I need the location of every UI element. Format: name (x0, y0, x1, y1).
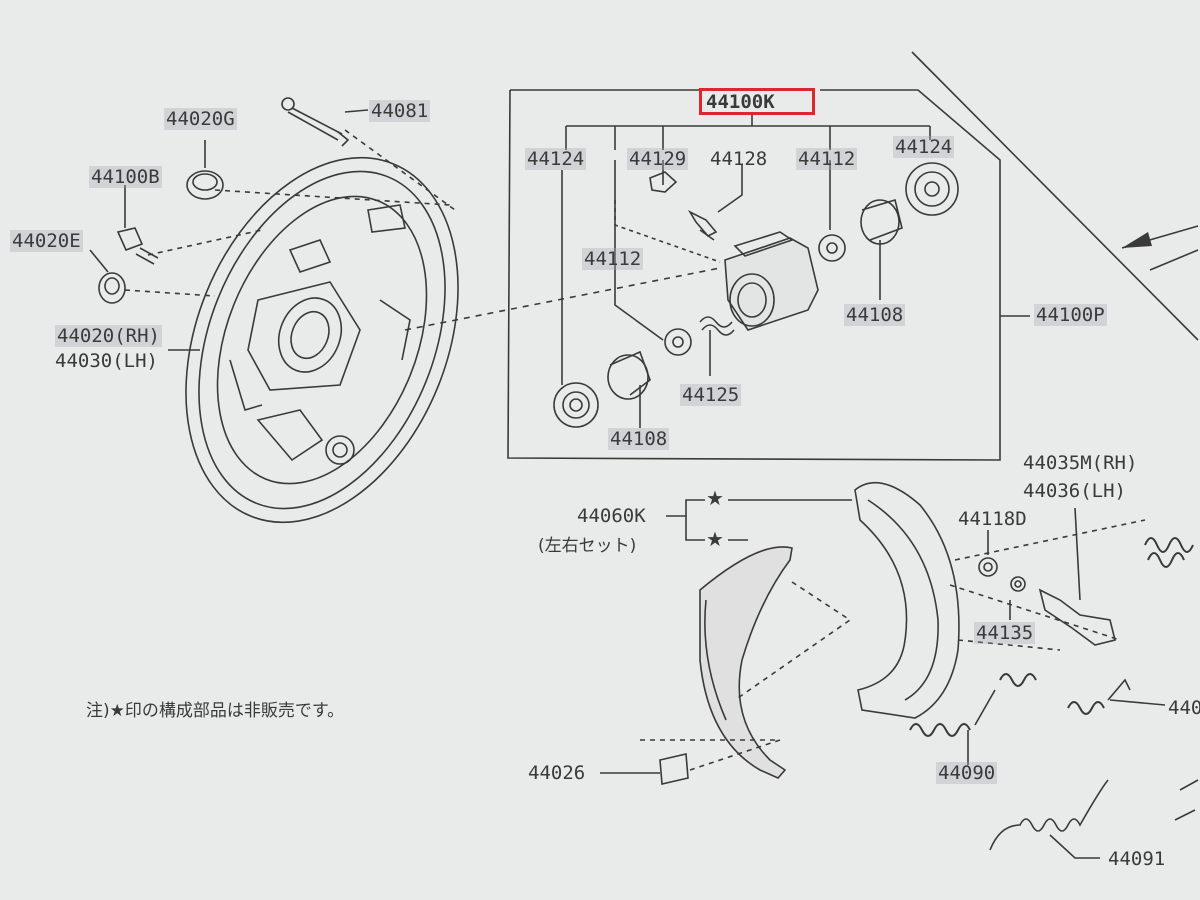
label-44020g[interactable]: 44020G (164, 108, 237, 130)
label-44118d[interactable]: 44118D (958, 508, 1027, 530)
label-44100p[interactable]: 44100P (1034, 304, 1107, 326)
wheel-cylinder-parts (553, 162, 959, 428)
label-44030-lh[interactable]: 44030(LH) (55, 350, 158, 372)
label-44124-right[interactable]: 44124 (893, 136, 955, 158)
label-44108-left[interactable]: 44108 (608, 428, 670, 450)
label-44108-right[interactable]: 44108 (844, 304, 906, 326)
label-44100b[interactable]: 44100B (89, 166, 162, 188)
label-44135[interactable]: 44135 (974, 622, 1036, 644)
highlight-box-44100k (699, 88, 815, 115)
label-pair-set: (左右セット) (538, 536, 637, 556)
label-44060k[interactable]: 44060K (577, 505, 646, 527)
frame-lines (911, 51, 1199, 341)
label-44090[interactable]: 44090 (936, 762, 998, 784)
label-44020e[interactable]: 44020E (10, 230, 83, 252)
label-44112-top[interactable]: 44112 (796, 148, 858, 170)
note-not-for-sale: 注)★印の構成部品は非販売です。 (86, 701, 345, 721)
label-44035m-rh[interactable]: 44035M(RH) (1023, 452, 1138, 474)
label-44112-mid[interactable]: 44112 (582, 248, 644, 270)
label-440-cut[interactable]: 440 (1168, 697, 1200, 719)
label-44020-rh[interactable]: 44020(RH) (55, 325, 162, 347)
springs-adjuster (909, 507, 1199, 859)
label-44036-lh[interactable]: 44036(LH) (1023, 480, 1126, 502)
label-44091[interactable]: 44091 (1108, 848, 1166, 870)
star-marker-1: ★ (706, 486, 724, 510)
wheel-cylinder-box (507, 89, 1030, 461)
label-44129[interactable]: 44129 (627, 148, 689, 170)
label-44100k[interactable]: 44100K (706, 91, 775, 113)
label-44128[interactable]: 44128 (710, 148, 768, 170)
label-44124-left[interactable]: 44124 (525, 148, 587, 170)
label-44081[interactable]: 44081 (369, 100, 431, 122)
backing-plate (124, 129, 721, 524)
label-44125[interactable]: 44125 (680, 384, 742, 406)
label-44026[interactable]: 44026 (528, 762, 586, 784)
left-hardware (89, 97, 369, 351)
brake-shoes (600, 481, 960, 785)
star-marker-2: ★ (706, 527, 724, 551)
